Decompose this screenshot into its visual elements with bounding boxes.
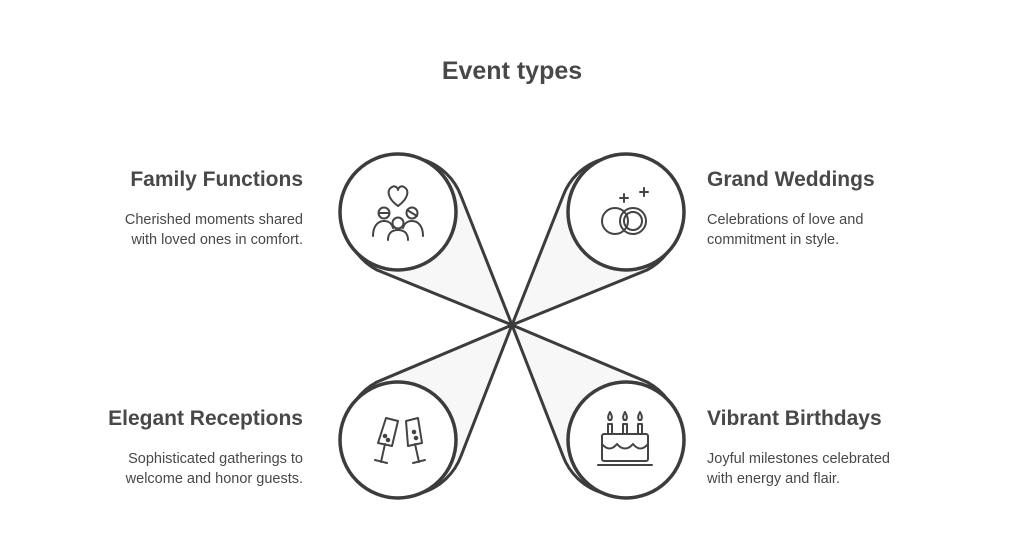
item-description-line: Sophisticated gatherings to <box>128 451 303 468</box>
champagne-glasses-icon <box>374 417 426 464</box>
item-description-line: with loved ones in comfort. <box>131 232 303 249</box>
petal-vibrant-birthdays <box>510 323 686 500</box>
birthday-cake-icon <box>597 411 653 466</box>
item-description: Joyful milestones celebrated with energy… <box>707 449 937 489</box>
item-heading: Family Functions <box>130 168 303 191</box>
petal-elegant-receptions <box>338 323 514 500</box>
item-heading: Elegant Receptions <box>108 407 303 430</box>
item-description: Sophisticated gatherings to welcome and … <box>73 449 303 489</box>
item-elegant-receptions: Elegant Receptions Sophisticated gatheri… <box>73 406 303 489</box>
item-description-line: Cherished moments shared <box>124 212 303 229</box>
petal-family-functions <box>338 152 514 327</box>
item-grand-weddings: Grand Weddings Celebrations of love and … <box>707 167 937 250</box>
item-heading: Grand Weddings <box>707 168 875 191</box>
item-description: Cherished moments shared with loved ones… <box>73 210 303 250</box>
item-vibrant-birthdays: Vibrant Birthdays Joyful milestones cele… <box>707 406 937 489</box>
item-family-functions: Family Functions Cherished moments share… <box>73 167 303 250</box>
item-heading: Vibrant Birthdays <box>707 407 882 430</box>
item-description-line: commitment in style. <box>707 232 840 249</box>
item-description-line: welcome and honor guests. <box>125 471 303 488</box>
item-description-line: Celebrations of love and <box>707 212 864 229</box>
item-description-line: with energy and flair. <box>707 471 840 488</box>
petal-grand-weddings <box>510 152 686 327</box>
diagram-title: Event types <box>441 57 583 85</box>
wedding-rings-icon <box>601 187 649 235</box>
item-description: Celebrations of love and commitment in s… <box>707 210 937 250</box>
family-heart-icon <box>372 185 424 241</box>
item-description-line: Joyful milestones celebrated <box>707 451 890 468</box>
